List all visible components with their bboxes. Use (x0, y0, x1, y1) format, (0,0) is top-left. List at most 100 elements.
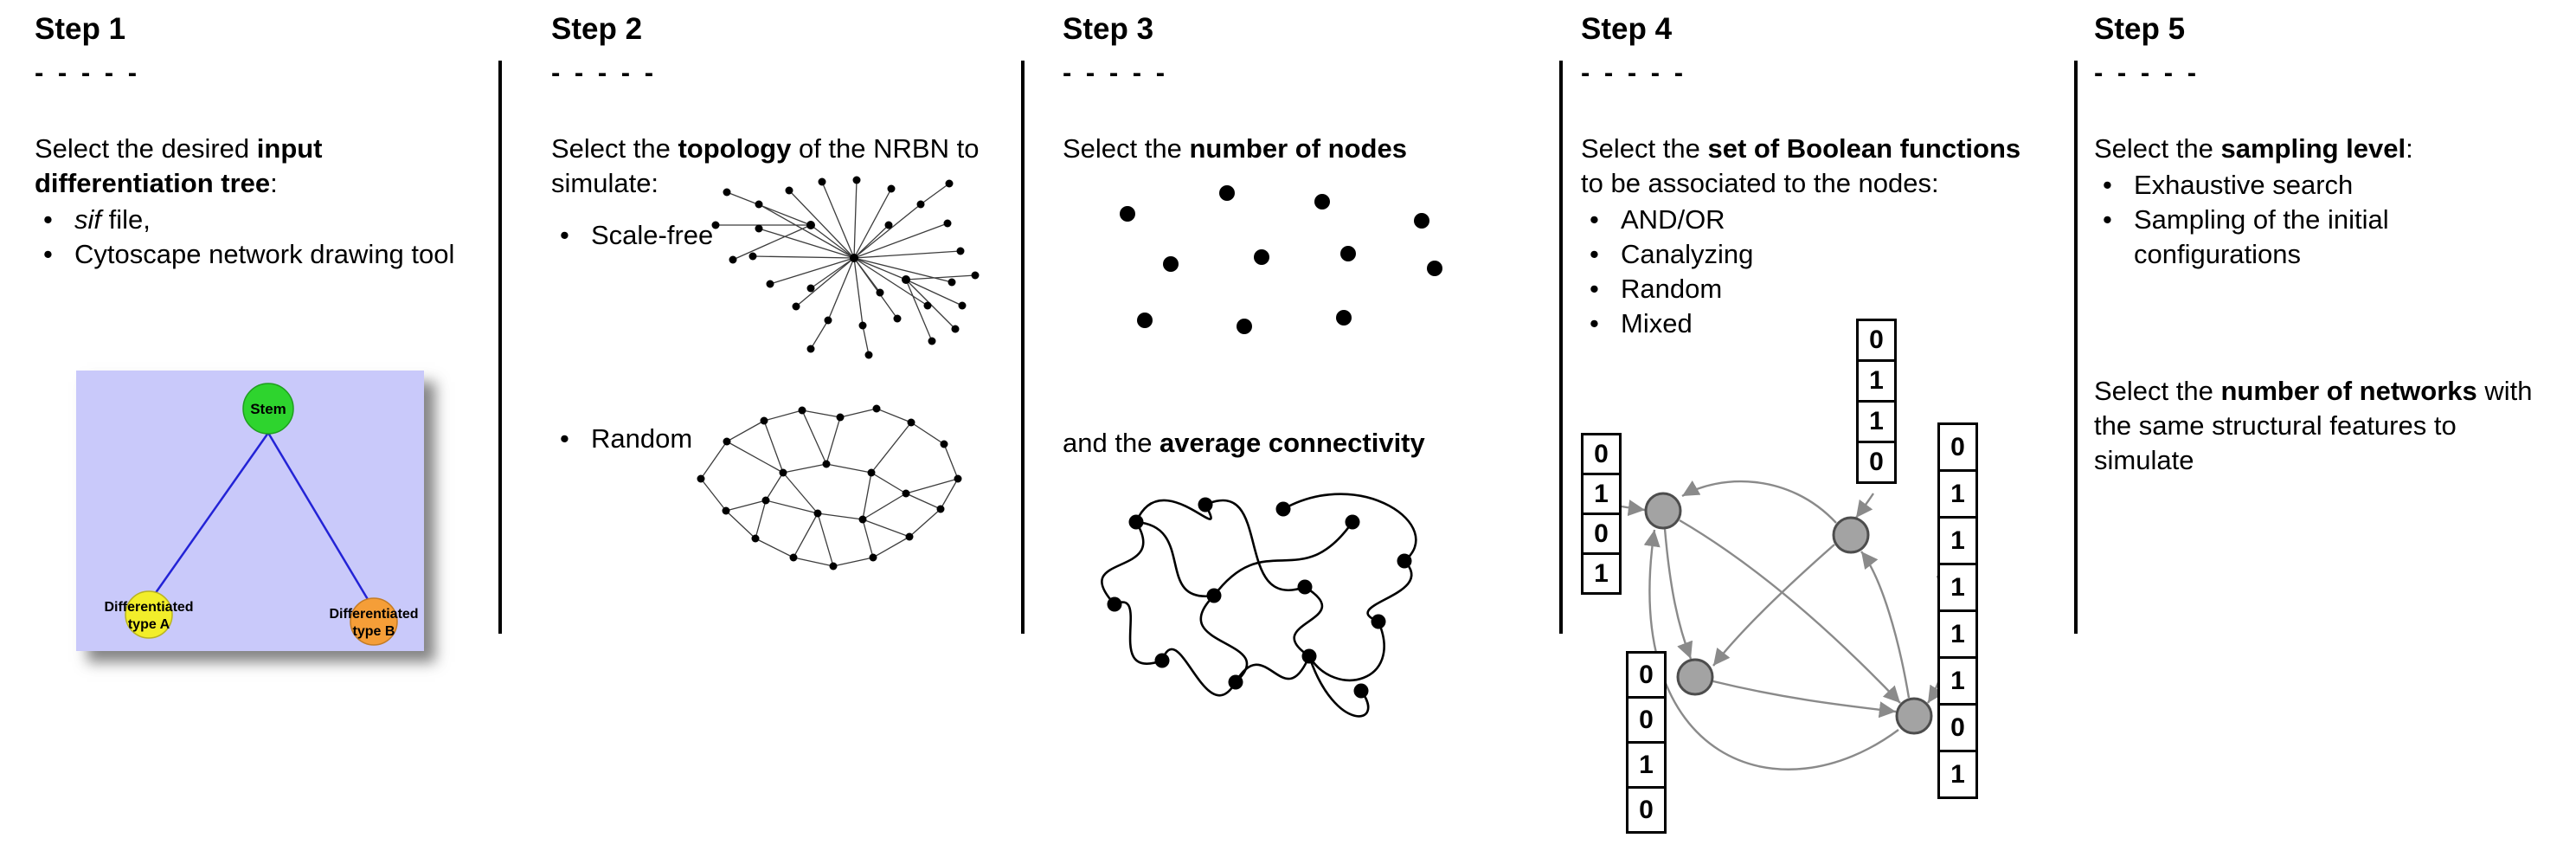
column-divider (1021, 61, 1025, 634)
truth-table-cell: 1 (1937, 469, 1978, 519)
scale-free-edges (716, 179, 976, 356)
truth-table-cell: 0 (1937, 422, 1978, 472)
step-4-bullet-list: AND/OR Canalyzing Random Mixed (1581, 203, 2061, 341)
column-divider (498, 61, 502, 634)
truth-table-cell: 1 (1937, 609, 1978, 659)
intro-text: of the NRBN to simulate: (551, 133, 980, 198)
column-divider (1559, 61, 1563, 634)
step-4-separator: - - - - - (1581, 57, 1687, 87)
list-item-label: sif file, (74, 203, 472, 237)
list-item-label: Canalyzing (1621, 239, 1754, 269)
intro-text: to be associated to the nodes: (1581, 168, 1939, 198)
tree-edge (267, 432, 376, 610)
truth-table-cell: 0 (1581, 513, 1622, 555)
truth-table-cell: 0 (1581, 433, 1622, 475)
intro-bold: set of Boolean functions (1707, 133, 2021, 164)
tangled-edges (1101, 493, 1417, 718)
intro-text: with the same structural features to sim… (2094, 376, 2533, 475)
network-node (1895, 697, 1933, 735)
step-5-column: Step 5 - - - - - Select the sampling lev… (2094, 0, 2557, 851)
item-text: file, (101, 204, 151, 235)
random-nodes (697, 404, 962, 571)
bullet-icon (1581, 203, 1621, 237)
step-4-intro: Select the set of Boolean functions to b… (1581, 132, 2038, 201)
truth-table-cell: 0 (1856, 319, 1897, 362)
bullet-icon (2094, 203, 2134, 272)
truth-table-cell: 1 (1626, 741, 1667, 789)
truth-table-cell: 1 (1937, 516, 1978, 565)
list-item-label: AND/OR (1621, 204, 1725, 235)
step-5-intro: Select the sampling level: (2094, 132, 2557, 166)
list-item-label: Sampling of the initial configurations (2134, 204, 2389, 269)
intro-text: Select the (2094, 133, 2221, 164)
intro-text: : (2406, 133, 2413, 164)
list-item-label: Scale-free (591, 220, 714, 250)
step-1-title: Step 1 (35, 12, 126, 46)
truth-table-cell: 0 (1856, 441, 1897, 484)
truth-table-cell: 1 (1937, 563, 1978, 612)
intro-text: : (270, 168, 278, 198)
truth-table-bottom-left: 0 0 1 0 (1626, 651, 1667, 834)
list-item: Sampling of the initial configurations (2094, 203, 2557, 272)
step-1-intro: Select the desired input differentiation… (35, 132, 472, 201)
truth-table-top: 0 1 1 0 (1856, 319, 1897, 484)
step-2-separator: - - - - - (551, 57, 658, 87)
boolean-network-nodes (1644, 492, 1933, 735)
differentiated-type-b-node (350, 597, 398, 646)
step-2-column: Step 2 - - - - - Select the topology of … (551, 0, 1014, 851)
intro-text: Select the (1581, 133, 1708, 164)
truth-table-cell: 1 (1856, 400, 1897, 443)
boolean-network-graphic (1621, 480, 1949, 770)
bullet-icon (35, 203, 74, 237)
list-item-label: Mixed (1621, 308, 1693, 338)
network-node (1832, 516, 1870, 554)
intro-text: Select the (551, 133, 678, 164)
truth-table-cell: 0 (1626, 696, 1667, 744)
scattered-nodes-graphic (1120, 185, 1442, 334)
list-item: Random (1581, 272, 2061, 306)
tangled-network-graphic (1101, 493, 1417, 718)
step-5-separator: - - - - - (2094, 57, 2200, 87)
type-b-label: type B (353, 624, 395, 639)
type-a-label: type A (128, 617, 170, 632)
list-item: Exhaustive search (2094, 168, 2557, 203)
differentiated-type-a-node (125, 590, 173, 639)
list-item-label: Cytoscape network drawing tool (74, 237, 472, 272)
intro-text: Select the (1063, 133, 1190, 164)
differentiation-tree-graphic: Stem Differentiated type A Differentiate… (104, 383, 419, 646)
list-item: Mixed (1581, 306, 2061, 341)
list-item-label: Random (1621, 274, 1723, 304)
list-item: Cytoscape network drawing tool (35, 237, 472, 272)
list-item: Scale-free (551, 218, 742, 253)
truth-table-cell: 1 (1581, 552, 1622, 595)
intro-bold: input differentiation tree (35, 133, 323, 198)
step-5-title: Step 5 (2094, 12, 2186, 46)
italic-text: sif (74, 204, 101, 235)
network-node (1676, 658, 1714, 696)
step-1-bullet-list: sif file, Cytoscape network drawing tool (35, 203, 472, 272)
step-3-connectivity-text: and the average connectivity (1063, 426, 1425, 461)
bullet-icon (1581, 237, 1621, 272)
truth-table-cell: 1 (1937, 656, 1978, 706)
list-item-label: Exhaustive search (2134, 170, 2354, 200)
step-3-title: Step 3 (1063, 12, 1154, 46)
boolean-functions-figure: 0 1 1 0 0 1 0 1 0 0 1 0 0 1 1 1 (1581, 312, 1996, 851)
intro-bold: sampling level (2220, 133, 2406, 164)
step-5-networks-text: Select the number of networks with the s… (2094, 374, 2557, 478)
intro-bold: number of nodes (1189, 133, 1407, 164)
bullet-icon (1581, 272, 1621, 306)
scale-free-nodes (711, 176, 980, 359)
tangled-nodes (1107, 497, 1412, 699)
truth-table-left: 0 1 0 1 (1581, 433, 1622, 595)
type-b-label: Differentiated (329, 607, 418, 622)
differentiation-tree-figure: Stem Differentiated type A Differentiate… (76, 371, 424, 651)
intro-bold: topology (678, 133, 792, 164)
list-item: AND/OR (1581, 203, 2061, 237)
truth-table-right: 0 1 1 1 1 1 0 1 (1937, 422, 1978, 799)
step-2-title: Step 2 (551, 12, 643, 46)
column-divider (2074, 61, 2078, 634)
truth-table-cell: 0 (1626, 786, 1667, 834)
intro-bold: average connectivity (1160, 428, 1425, 458)
step-5-bullet-list: Exhaustive search Sampling of the initia… (2094, 168, 2557, 272)
